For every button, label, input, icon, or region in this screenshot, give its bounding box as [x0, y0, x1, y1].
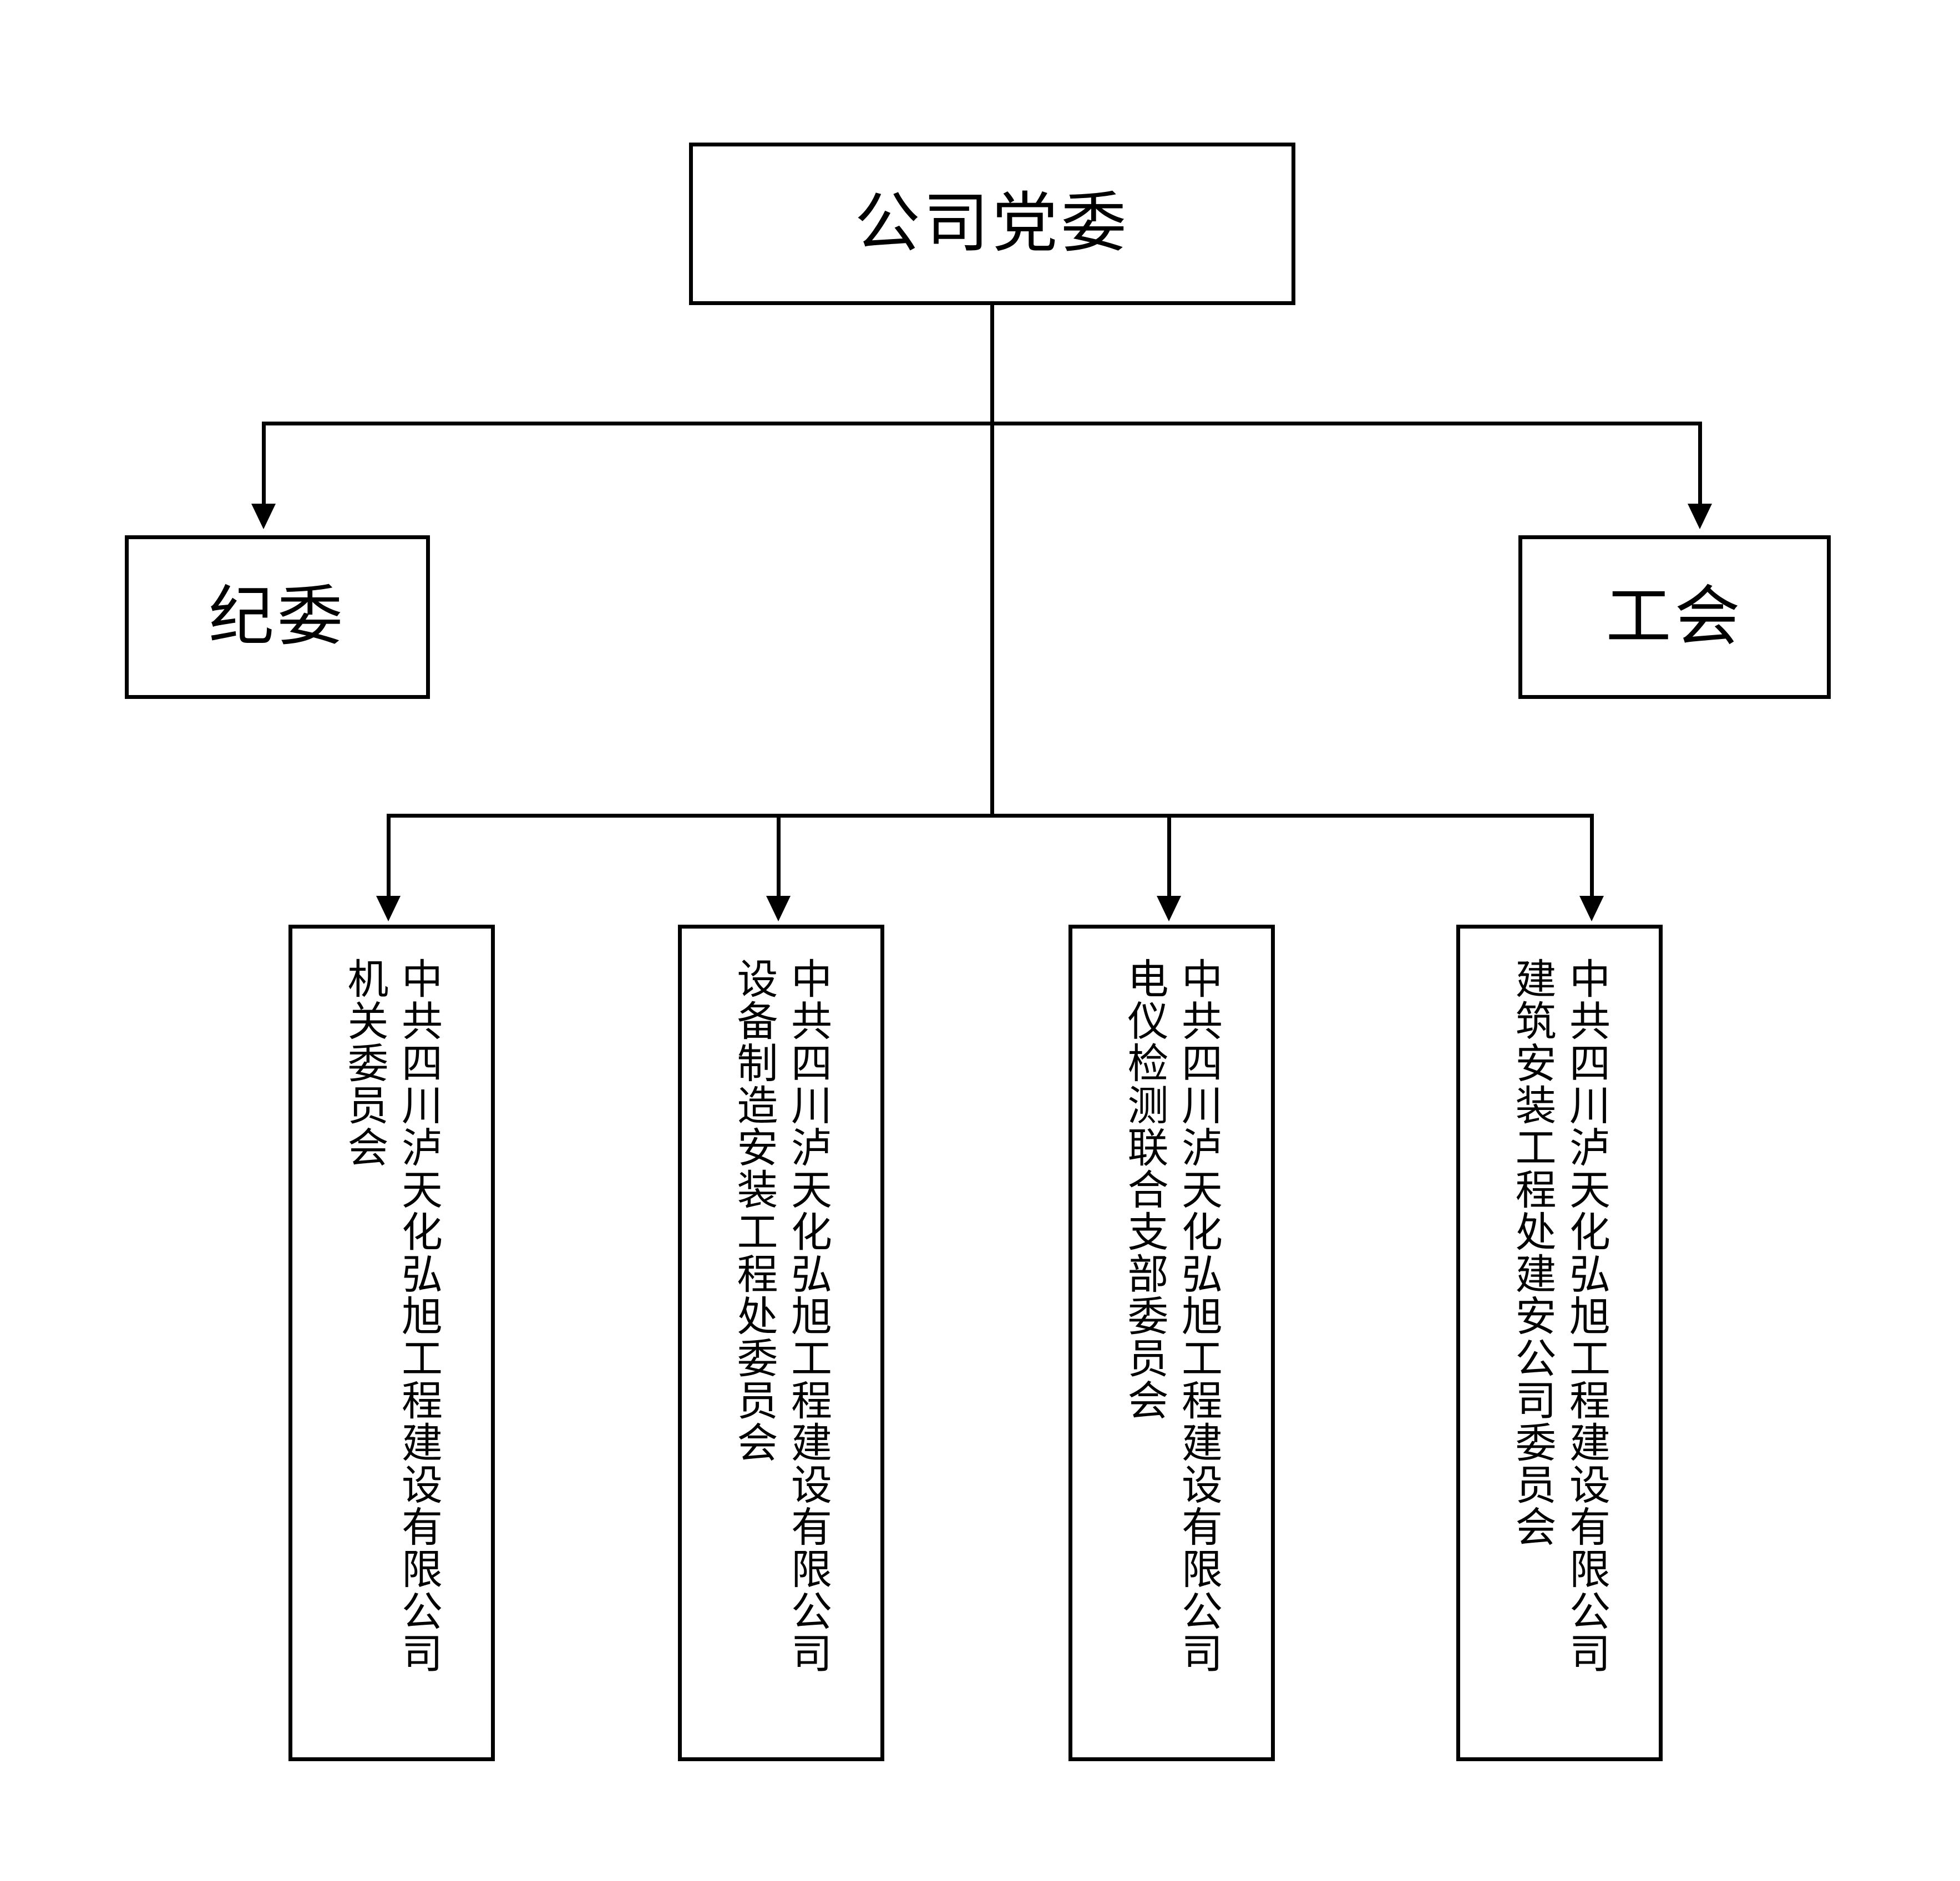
dept-3-secondary-text: 电仪检测联合支部委员会	[1122, 957, 1168, 1421]
node-root-party-committee[interactable]: 公司党委	[689, 143, 1295, 305]
arrowhead-dept-2	[766, 896, 791, 921]
arrowhead-dept-3	[1157, 896, 1181, 921]
dept-2-primary-text: 中共四川泸天化弘旭工程建设有限公司	[785, 957, 832, 1674]
dept-1-text-columns: 中共四川泸天化弘旭工程建设有限公司 机关委员会	[292, 929, 491, 1757]
connector-root-trunk-lower	[990, 425, 994, 815]
node-dept-committee-4[interactable]: 中共四川泸天化弘旭工程建设有限公司 建筑安装工程处建安公司委员会	[1456, 925, 1663, 1761]
dept-4-primary-text: 中共四川泸天化弘旭工程建设有限公司	[1563, 957, 1610, 1674]
arrowhead-dept-4	[1579, 896, 1604, 921]
connector-drop-dept-1	[387, 814, 391, 897]
connector-drop-gonghui	[1698, 422, 1702, 505]
connector-drop-dept-4	[1590, 814, 1594, 897]
node-root-label: 公司党委	[854, 186, 1130, 260]
dept-1-secondary-text: 机关委员会	[342, 957, 388, 1168]
connector-drop-dept-2	[777, 814, 781, 897]
node-dept-committee-2[interactable]: 中共四川泸天化弘旭工程建设有限公司 设备制造安装工程处委员会	[678, 925, 884, 1761]
node-dept-committee-1[interactable]: 中共四川泸天化弘旭工程建设有限公司 机关委员会	[288, 925, 495, 1761]
dept-3-text-columns: 中共四川泸天化弘旭工程建设有限公司 电仪检测联合支部委员会	[1072, 929, 1271, 1757]
node-dept-committee-3[interactable]: 中共四川泸天化弘旭工程建设有限公司 电仪检测联合支部委员会	[1068, 925, 1275, 1761]
node-discipline-commission-label: 纪委	[208, 580, 346, 653]
node-discipline-commission[interactable]: 纪委	[125, 535, 430, 699]
connector-root-trunk	[990, 305, 994, 425]
connector-drop-jiwei	[262, 422, 266, 505]
arrowhead-dept-1	[376, 896, 401, 921]
dept-2-text-columns: 中共四川泸天化弘旭工程建设有限公司 设备制造安装工程处委员会	[682, 929, 880, 1757]
connector-level2-bus	[262, 422, 1702, 425]
dept-4-text-columns: 中共四川泸天化弘旭工程建设有限公司 建筑安装工程处建安公司委员会	[1460, 929, 1659, 1757]
node-labor-union[interactable]: 工会	[1518, 535, 1831, 699]
connector-level3-bus	[387, 814, 1594, 818]
arrowhead-jiwei	[251, 504, 276, 529]
node-labor-union-label: 工会	[1606, 580, 1744, 653]
dept-3-primary-text: 中共四川泸天化弘旭工程建设有限公司	[1176, 957, 1222, 1674]
dept-4-secondary-text: 建筑安装工程处建安公司委员会	[1510, 957, 1556, 1548]
dept-2-secondary-text: 设备制造安装工程处委员会	[731, 957, 777, 1463]
arrowhead-gonghui	[1688, 504, 1712, 529]
connector-drop-dept-3	[1167, 814, 1171, 897]
dept-1-primary-text: 中共四川泸天化弘旭工程建设有限公司	[396, 957, 442, 1674]
